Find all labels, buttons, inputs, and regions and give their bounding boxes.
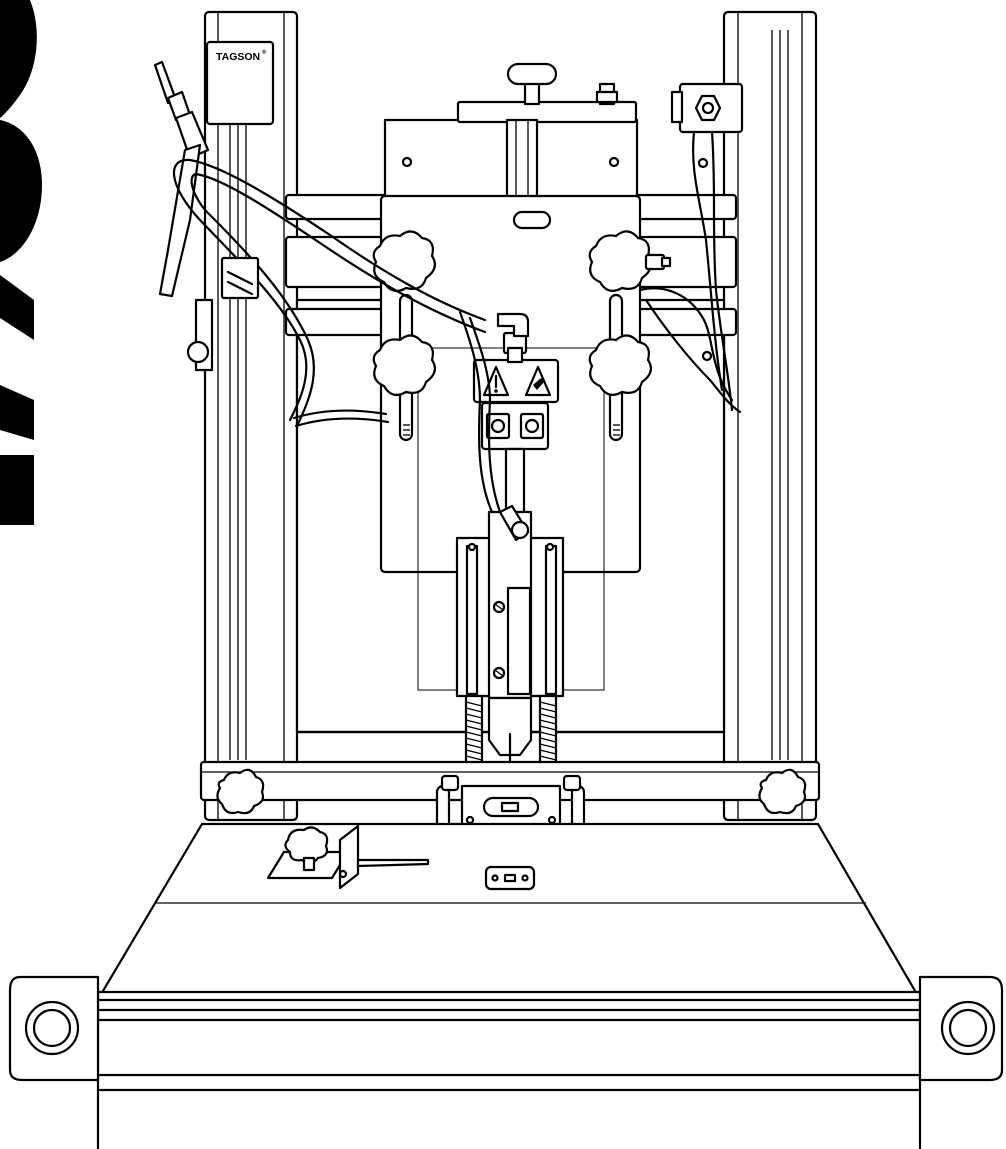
cylinder-mount-block bbox=[480, 401, 550, 451]
top-adjust-knob[interactable] bbox=[506, 62, 558, 106]
left-column bbox=[203, 10, 299, 822]
brand-label-text: TAGSON bbox=[216, 51, 260, 63]
mount-ear-left bbox=[8, 975, 100, 1082]
valve-cables bbox=[638, 130, 742, 414]
warning-label bbox=[472, 358, 560, 404]
air-blow-gun bbox=[153, 60, 214, 372]
base-bracket bbox=[484, 865, 536, 891]
clamp-knob-bottom-left[interactable] bbox=[372, 334, 437, 397]
clamp-knob-top-left[interactable] bbox=[372, 230, 437, 293]
clamp-knob-bottom-right[interactable] bbox=[588, 334, 653, 397]
crossbar-knob-left[interactable] bbox=[216, 768, 265, 815]
clamp-knob-top-right[interactable] bbox=[588, 230, 653, 293]
brand-registered-mark: ® bbox=[262, 49, 267, 56]
left-wire bbox=[292, 409, 390, 428]
crossbar-knob-right[interactable] bbox=[758, 768, 807, 815]
top-screw bbox=[595, 82, 619, 106]
solenoid-valve bbox=[670, 82, 744, 134]
air-fitting bbox=[496, 312, 530, 364]
right-air-fitting bbox=[644, 253, 672, 271]
depth-stop-knob[interactable] bbox=[284, 826, 329, 872]
air-hose bbox=[172, 158, 502, 514]
upper-housing bbox=[383, 100, 639, 204]
hose-clip bbox=[220, 256, 260, 300]
mount-ear-right bbox=[918, 975, 1004, 1082]
hose-end-fitting bbox=[498, 504, 530, 542]
cutting-head bbox=[455, 510, 565, 802]
right-column bbox=[722, 10, 818, 822]
brand-label: TAGSON ® bbox=[205, 40, 275, 126]
side-watermark-logo bbox=[0, 0, 42, 525]
